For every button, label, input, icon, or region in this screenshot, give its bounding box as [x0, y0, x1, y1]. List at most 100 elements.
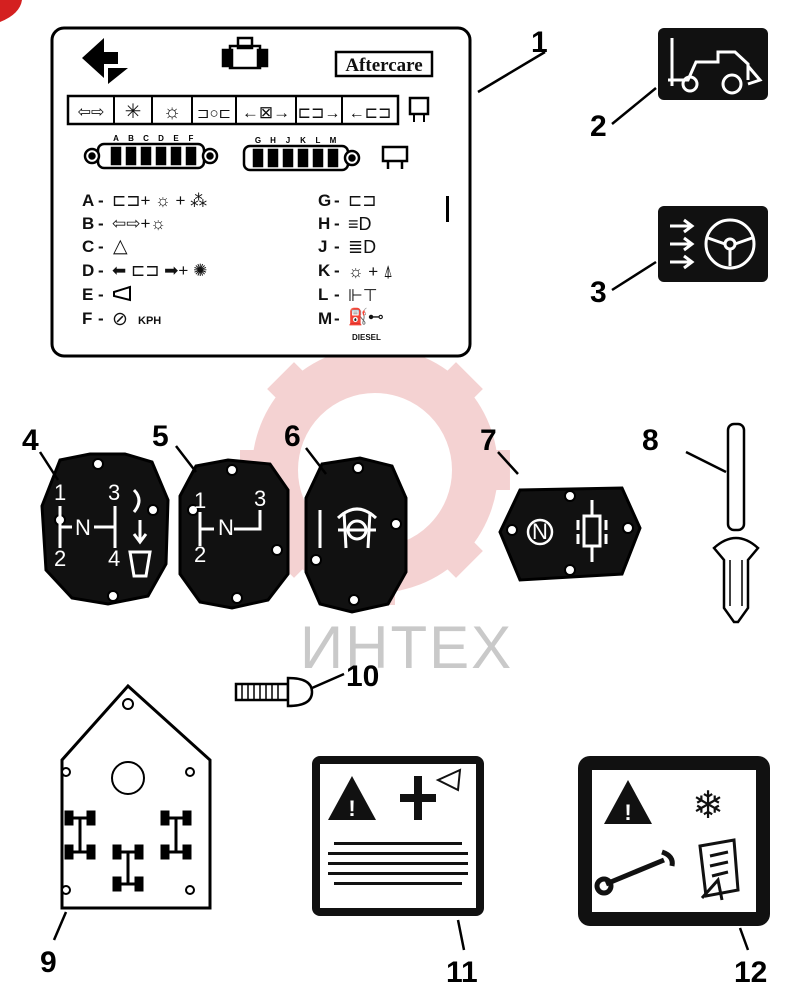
axle-icon: ⊐○⊏	[197, 105, 231, 122]
svg-text:!: !	[348, 796, 355, 821]
part-8-plastic-rivet	[712, 422, 760, 624]
svg-text:J: J	[318, 237, 327, 256]
plate-4-gear-pattern: 1 3 2 4 N	[40, 452, 170, 606]
svg-text:!: !	[624, 800, 631, 825]
svg-text:-: -	[334, 261, 340, 280]
plate-7-pto-neutral: N	[498, 486, 642, 582]
plate-5-gear-pattern: 1 3 2 N	[178, 458, 290, 610]
fine-print-lines	[328, 842, 468, 885]
snowflake-icon: ❄	[692, 785, 724, 827]
callout-12: 12	[734, 956, 767, 989]
axle-lock-icon: ⊩⊤	[348, 286, 378, 305]
turn-trailer-icon: ←⊠→	[242, 103, 290, 122]
svg-text:-: -	[334, 191, 340, 210]
callout-5: 5	[152, 420, 169, 453]
range-symbol-icon	[132, 488, 141, 513]
gear-2-label: 2	[54, 546, 66, 571]
legend-left: A - ⊏⊐+ ☼ + ⁂ B - ⇦⇨+☼ C - △ D - ⬅ ⊏⊐ ➡+…	[82, 191, 207, 330]
sun-icon: ☼	[163, 101, 181, 123]
gear-2-label: 2	[194, 542, 206, 567]
callout-10: 10	[346, 660, 379, 693]
lamp-beacon-icon: ☼ + ⍋	[348, 262, 393, 281]
warning-triangle-icon	[328, 776, 376, 820]
legend-A-symbols: ⊏⊐+ ☼ + ⁂	[112, 191, 207, 210]
diff-lock-icon	[318, 507, 378, 549]
svg-text:-: -	[334, 309, 340, 328]
conn-right-L: L	[316, 136, 321, 145]
gear-3-label: 3	[254, 486, 266, 511]
legend-item-A: A - ⊏⊐+ ☼ + ⁂	[82, 191, 207, 210]
fan-blade-icon	[400, 768, 462, 820]
diesel-label: DIESEL	[352, 333, 381, 342]
corner-badge	[0, 0, 22, 22]
switch-symbol-strip: ⇦⇨ ✳ ☼ ⊐○⊏ ←⊠→ ⊏⊐→ ←⊏⊐	[66, 94, 400, 126]
svg-text:-: -	[334, 285, 340, 304]
svg-text:B: B	[82, 214, 94, 233]
svg-text:-: -	[334, 214, 340, 233]
trailer-right-icon: ⊏⊐→	[298, 105, 341, 122]
decal-11-fan-warning: !	[312, 756, 484, 916]
neutral-circle-icon	[526, 518, 554, 546]
svg-text:D: D	[82, 261, 94, 280]
trailer-icon: ⊏⊐	[348, 191, 377, 210]
dipped-beam-icon: ≣D	[348, 237, 376, 257]
legend-item-B: B - ⇦⇨+☼	[82, 214, 166, 233]
svg-text:F: F	[82, 309, 92, 328]
svg-text:E: E	[82, 285, 93, 304]
decal-3-steering-symbol	[658, 206, 768, 282]
callout-11: 11	[446, 956, 478, 989]
conn-right-K: K	[300, 136, 306, 145]
callout-1: 1	[531, 26, 548, 59]
callout-8: 8	[642, 424, 659, 457]
svg-text:-: -	[98, 191, 104, 210]
worklamp-icon: ✳	[125, 101, 142, 123]
fuse-connector-right	[242, 144, 361, 172]
main-beam-icon: ≡D	[348, 214, 372, 234]
conn-left-B: B	[128, 134, 134, 143]
callout-3: 3	[590, 276, 607, 309]
manual-book-icon	[698, 838, 740, 901]
legend-item-J: J - ≣D	[318, 237, 376, 257]
conn-right-G: G	[255, 136, 261, 145]
part-10-screw	[234, 676, 314, 708]
plate-6-differential-lock	[304, 456, 408, 614]
fuse-icon	[381, 145, 409, 169]
diesel-pump-icon: ⛽⊷	[348, 307, 384, 326]
callout-6: 6	[284, 420, 301, 453]
kph-label: KPH	[138, 315, 161, 327]
svg-text:A: A	[82, 191, 94, 210]
logo-icon	[82, 38, 128, 84]
legend-item-K: K - ☼ + ⍋	[318, 261, 393, 281]
legend-item-F: F - ⊘ KPH	[82, 309, 161, 330]
conn-left-D: D	[158, 134, 164, 143]
legend-B-symbols: ⇦⇨+☼	[112, 214, 166, 233]
callout-7: 7	[480, 424, 497, 457]
watermark-text: ИНТЕХ	[300, 614, 513, 681]
crab-steer-icon	[112, 844, 144, 892]
conn-left-F: F	[189, 134, 194, 143]
legend-item-E: E -	[82, 285, 131, 304]
svg-text:-: -	[98, 237, 104, 256]
svg-text:H: H	[318, 214, 330, 233]
legend-item-M: M - ⛽⊷ DIESEL	[318, 307, 384, 342]
gear-4-label: 4	[108, 546, 120, 571]
callout-9: 9	[40, 946, 57, 979]
conn-right-M: M	[330, 136, 337, 145]
svg-text:M: M	[318, 309, 332, 328]
conn-left-C: C	[143, 134, 149, 143]
neutral-label: N	[532, 519, 548, 544]
wrench-icon	[594, 849, 675, 896]
tractor-topview-icon	[576, 500, 608, 562]
gear-1-label: 1	[194, 488, 206, 513]
legend-item-L: L - ⊩⊤	[318, 285, 378, 305]
trailer-left-icon: ←⊏⊐	[349, 105, 392, 122]
svg-text:C: C	[82, 237, 94, 256]
svg-text:G: G	[318, 191, 331, 210]
warning-triangle-icon	[604, 780, 652, 824]
gear-1-label: 1	[54, 480, 66, 505]
legend-item-G: G - ⊏⊐	[318, 191, 377, 210]
svg-text:-: -	[98, 214, 104, 233]
svg-text:K: K	[318, 261, 331, 280]
